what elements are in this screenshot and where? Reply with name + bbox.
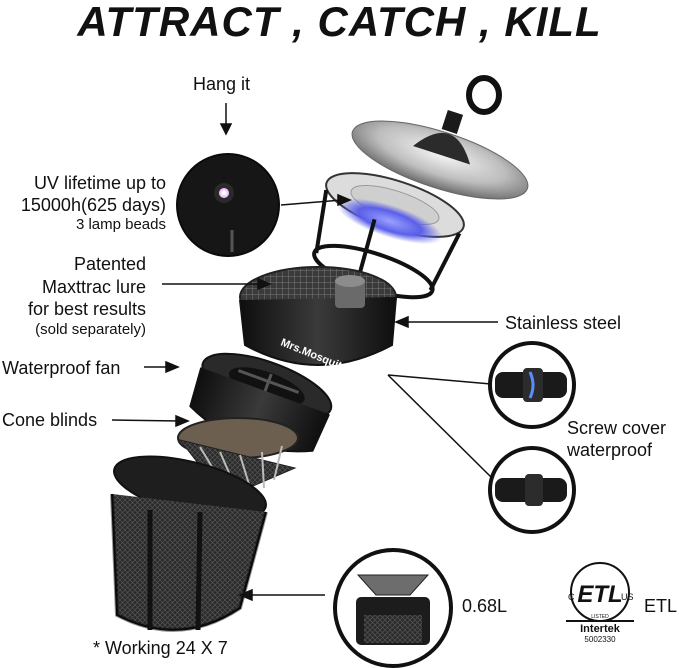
- label-capacity: 0.68L: [462, 596, 508, 616]
- top-cover: [351, 75, 529, 200]
- etl-cert-badge: ETL C US LISTED Intertek 5002330: [560, 562, 638, 644]
- label-etl: ETL: [644, 596, 678, 616]
- uv-lamp-module: [312, 172, 465, 300]
- label-uv-line2: 15000h(625 days): [20, 195, 166, 215]
- label-lure-line2: Maxttrac lure: [41, 277, 146, 297]
- uv-bead-closeup: [176, 153, 280, 257]
- hanging-ring: [466, 75, 502, 115]
- label-lure-line4: (sold separately): [35, 321, 146, 338]
- screw-closeup-bottom: [488, 446, 576, 534]
- label-lure-line3: for best results: [27, 299, 146, 319]
- label-cone: Cone blinds: [2, 410, 98, 430]
- label-lure-line1: Patented: [73, 254, 146, 274]
- label-fan: Waterproof fan: [2, 358, 121, 378]
- intertek-number: 5002330: [584, 635, 616, 644]
- etl-mark: ETL: [577, 581, 622, 608]
- collection-basket: [110, 455, 268, 632]
- intertek-name: Intertek: [580, 623, 621, 635]
- label-hang: Hang it: [193, 74, 251, 94]
- screw-closeup-top: [488, 341, 576, 429]
- label-uv-line3: 3 lamp beads: [75, 216, 166, 233]
- svg-text:US: US: [621, 592, 634, 602]
- capacity-closeup: [333, 548, 453, 668]
- label-uv-line1: UV lifetime up to: [33, 173, 166, 193]
- label-working: * Working 24 X 7: [93, 638, 228, 658]
- label-steel: Stainless steel: [505, 313, 622, 333]
- svg-text:C: C: [568, 592, 575, 602]
- svg-text:LISTED: LISTED: [591, 614, 609, 620]
- pointer-lines: [111, 103, 498, 602]
- label-screw-line1: Screw cover: [567, 418, 667, 438]
- page-title: ATTRACT , CATCH , KILL: [77, 0, 602, 45]
- label-screw-line2: waterproof: [567, 440, 653, 460]
